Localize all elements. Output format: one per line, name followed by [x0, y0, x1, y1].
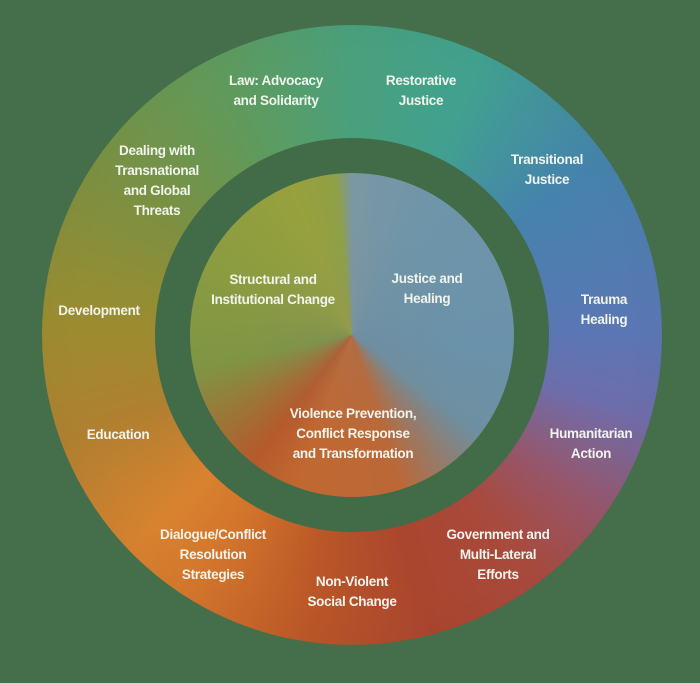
segment-label-nonviolent: Non-Violent Social Change	[307, 572, 396, 612]
segment-label-line: Government and	[446, 527, 550, 542]
segment-label-line: Action	[570, 446, 612, 461]
segment-label-line: Education	[86, 427, 150, 442]
inner-circle	[190, 173, 514, 497]
segment-label-line: Law: Advocacy	[229, 73, 323, 88]
segment-label-line: and Solidarity	[233, 93, 319, 108]
segment-label-development: Development	[58, 301, 140, 321]
segment-label-line: Multi-Lateral	[459, 547, 537, 562]
sector-label-line: and Transformation	[292, 446, 414, 461]
segment-label-law: Law: Advocacy and Solidarity	[229, 71, 323, 111]
sector-label-justice: Justice and Healing	[392, 269, 463, 309]
segment-label-line: Efforts	[477, 567, 519, 582]
segment-label-dealing: Dealing with Transnational and Global Th…	[115, 141, 199, 221]
segment-label-line: Healing	[580, 312, 628, 327]
sector-label-line: Healing	[403, 291, 451, 306]
segment-label-education: Education	[87, 425, 150, 445]
segment-label-humanitarian: Humanitarian Action	[550, 424, 633, 464]
segment-label-line: Social Change	[307, 594, 397, 609]
segment-label-line: and Global	[123, 183, 191, 198]
segment-label-restorative: Restorative Justice	[385, 71, 457, 111]
sector-label-line: Structural and	[229, 272, 317, 287]
segment-label-line: Justice	[524, 172, 570, 187]
segment-label-line: Resolution	[179, 547, 247, 562]
sector-label-line: Institutional Change	[211, 292, 335, 307]
segment-label-line: Non-Violent	[315, 574, 389, 589]
segment-label-dialogue: Dialogue/Conflict Resolution Strategies	[160, 525, 266, 585]
segment-label-line: Humanitarian	[549, 426, 633, 441]
segment-label-line: Strategies	[181, 567, 245, 582]
segment-label-transitional: Transitional Justice	[511, 150, 583, 190]
sector-label-violence: Violence Prevention, Conflict Response a…	[290, 404, 417, 464]
segment-label-line: Transnational	[115, 163, 199, 178]
segment-label-line: Trauma	[580, 292, 628, 307]
segment-label-line: Threats	[133, 203, 181, 218]
outer-ring	[42, 25, 662, 645]
segment-label-line: Dialogue/Conflict	[160, 527, 266, 542]
segment-label-line: Dealing with	[119, 143, 195, 158]
sector-label-line: Justice and	[391, 271, 463, 286]
segment-label-trauma: Trauma Healing	[581, 290, 628, 330]
segment-label-government: Government and Multi-Lateral Efforts	[446, 525, 549, 585]
segment-label-line: Justice	[398, 93, 444, 108]
segment-label-line: Restorative	[385, 73, 457, 88]
segment-label-line: Development	[58, 303, 140, 318]
sector-label-line: Conflict Response	[296, 426, 410, 441]
segment-label-line: Transitional	[510, 152, 584, 167]
sector-label-line: Violence Prevention,	[289, 406, 417, 421]
sector-label-structural: Structural and Institutional Change	[211, 270, 335, 310]
